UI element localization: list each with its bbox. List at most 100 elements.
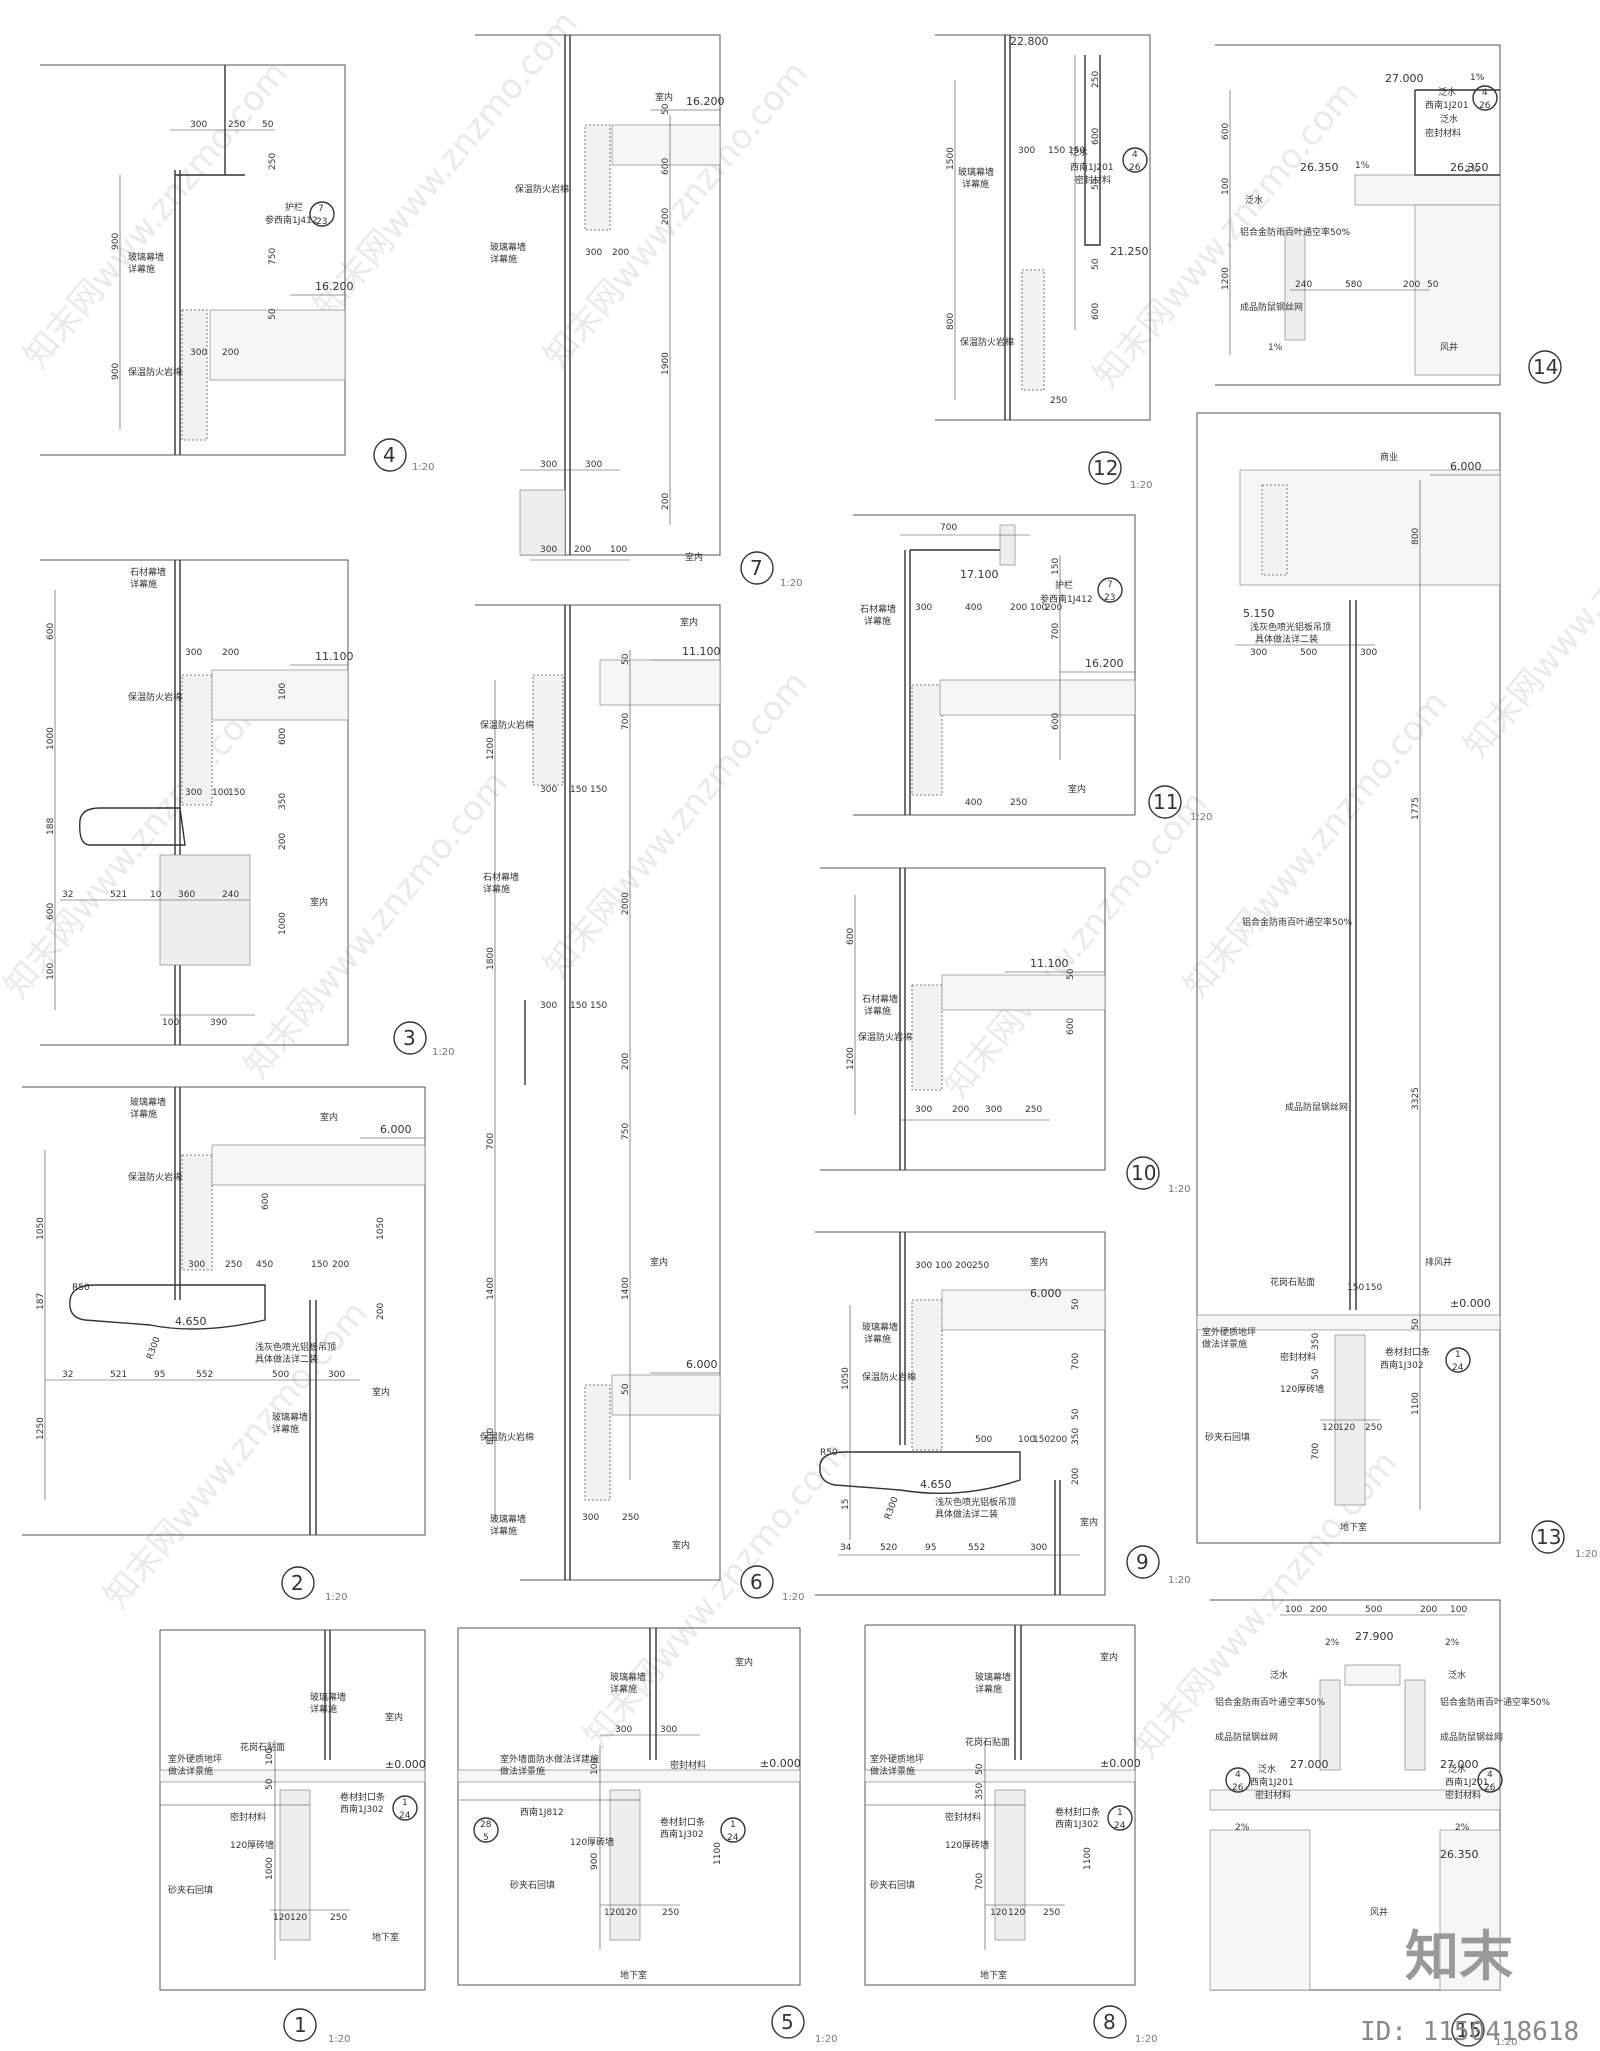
svg-text:密封材料: 密封材料 xyxy=(1280,1351,1316,1363)
svg-text:200: 200 xyxy=(376,1303,386,1320)
svg-text:300: 300 xyxy=(615,1725,632,1735)
svg-text:350: 350 xyxy=(1311,1333,1321,1350)
svg-text:120: 120 xyxy=(1338,1423,1355,1433)
svg-text:16.200: 16.200 xyxy=(686,95,725,108)
svg-text:450: 450 xyxy=(256,1260,273,1270)
svg-text:室外硬质地坪: 室外硬质地坪 xyxy=(870,1753,924,1765)
svg-text:120: 120 xyxy=(290,1913,307,1923)
svg-text:1:20: 1:20 xyxy=(1575,1549,1597,1560)
svg-text:600: 600 xyxy=(1051,713,1061,730)
svg-text:保温防火岩棉: 保温防火岩棉 xyxy=(862,1371,916,1383)
svg-text:做法详景施: 做法详景施 xyxy=(1202,1338,1247,1350)
svg-text:西南1J302: 西南1J302 xyxy=(660,1828,704,1840)
svg-text:排风井: 排风井 xyxy=(1425,1256,1452,1268)
svg-text:详幕施: 详幕施 xyxy=(483,883,510,895)
svg-text:2%: 2% xyxy=(1445,1638,1460,1648)
svg-text:750: 750 xyxy=(268,248,278,265)
watermark-2: 知末网www.znzmo.com xyxy=(306,4,585,326)
svg-text:1:20: 1:20 xyxy=(325,1592,347,1603)
svg-text:100: 100 xyxy=(46,963,56,980)
svg-text:520: 520 xyxy=(880,1543,897,1553)
svg-text:200: 200 xyxy=(332,1260,349,1270)
svg-text:200: 200 xyxy=(1310,1605,1327,1615)
svg-text:600: 600 xyxy=(278,728,288,745)
svg-text:详幕施: 详幕施 xyxy=(130,578,157,590)
svg-text:石材幕墙: 石材幕墙 xyxy=(862,993,898,1005)
svg-text:300: 300 xyxy=(328,1370,345,1380)
svg-text:室外硬质地坪: 室外硬质地坪 xyxy=(168,1753,222,1765)
svg-text:1:20: 1:20 xyxy=(780,578,802,589)
svg-text:17.100: 17.100 xyxy=(960,568,999,581)
svg-text:27.000: 27.000 xyxy=(1440,1758,1479,1771)
svg-text:24: 24 xyxy=(1114,1821,1126,1831)
svg-text:23: 23 xyxy=(1104,593,1115,603)
svg-text:300: 300 xyxy=(1018,146,1035,156)
svg-text:密封材料: 密封材料 xyxy=(1255,1789,1291,1801)
svg-text:150: 150 xyxy=(590,1001,607,1011)
detail-number-7: 7 xyxy=(750,556,763,580)
svg-text:300: 300 xyxy=(1030,1543,1047,1553)
svg-text:521: 521 xyxy=(110,1370,127,1380)
svg-text:风井: 风井 xyxy=(1370,1906,1388,1918)
svg-text:100: 100 xyxy=(278,683,288,700)
svg-text:保温防火岩棉: 保温防火岩棉 xyxy=(480,1431,534,1443)
svg-text:27.900: 27.900 xyxy=(1355,1630,1394,1643)
svg-text:±0.000: ±0.000 xyxy=(760,1757,801,1770)
svg-text:卷材封口条: 卷材封口条 xyxy=(1055,1806,1100,1818)
svg-text:24: 24 xyxy=(1452,1363,1464,1373)
svg-text:300: 300 xyxy=(585,248,602,258)
svg-text:卷材封口条: 卷材封口条 xyxy=(660,1816,705,1828)
svg-text:R50: R50 xyxy=(72,1283,90,1293)
watermark-8: 知末网www.znzmo.com xyxy=(936,784,1215,1106)
svg-text:R300: R300 xyxy=(145,1335,163,1361)
svg-text:7: 7 xyxy=(1107,580,1113,590)
svg-text:200: 200 xyxy=(574,545,591,555)
svg-text:100: 100 xyxy=(935,1261,952,1271)
svg-text:详幕施: 详幕施 xyxy=(610,1683,637,1695)
svg-text:西南1J302: 西南1J302 xyxy=(1380,1359,1424,1371)
svg-text:成品防鼠钢丝网: 成品防鼠钢丝网 xyxy=(1440,1731,1503,1743)
svg-text:300: 300 xyxy=(190,348,207,358)
svg-text:1%: 1% xyxy=(1268,343,1283,353)
svg-text:150: 150 xyxy=(1068,146,1085,156)
detail-4: 300 250 50 900 900 250 750 50 300 200 保温… xyxy=(40,64,354,456)
svg-text:铝合金防雨百叶通空率50%: 铝合金防雨百叶通空率50% xyxy=(1215,1696,1325,1708)
svg-text:西南1J812: 西南1J812 xyxy=(520,1806,564,1818)
svg-text:1200: 1200 xyxy=(1221,267,1231,290)
svg-text:商业: 商业 xyxy=(1380,451,1398,463)
svg-text:552: 552 xyxy=(196,1370,213,1380)
svg-text:R50: R50 xyxy=(820,1448,838,1458)
svg-text:1200: 1200 xyxy=(486,737,496,760)
detail-5: 300 300 120 120 250 100 900 1100 玻璃幕墙 详幕… xyxy=(457,1627,801,1986)
svg-text:室内: 室内 xyxy=(650,1256,668,1268)
svg-text:砂夹石回填: 砂夹石回填 xyxy=(1205,1431,1250,1443)
svg-text:详幕施: 详幕施 xyxy=(130,1108,157,1120)
svg-text:室内: 室内 xyxy=(385,1711,403,1723)
svg-text:100: 100 xyxy=(1221,178,1231,195)
detail-7: 300 200 300 300 300 200 100 50 600 200 1… xyxy=(475,34,725,563)
svg-text:240: 240 xyxy=(1295,280,1312,290)
svg-text:27.000: 27.000 xyxy=(1385,72,1424,85)
svg-text:卷材封口条: 卷材封口条 xyxy=(1385,1346,1430,1358)
svg-text:150: 150 xyxy=(311,1260,328,1270)
svg-text:300: 300 xyxy=(540,460,557,470)
svg-text:1: 1 xyxy=(1455,1350,1461,1360)
svg-text:±0.000: ±0.000 xyxy=(1100,1757,1141,1770)
svg-text:1: 1 xyxy=(1117,1808,1123,1818)
svg-text:800: 800 xyxy=(486,1428,496,1445)
svg-text:具体做法详二装: 具体做法详二装 xyxy=(255,1353,318,1365)
svg-text:浅灰色喷光铝板吊顶: 浅灰色喷光铝板吊顶 xyxy=(1250,621,1331,633)
svg-text:2%: 2% xyxy=(1235,1823,1250,1833)
detail-number-10: 10 xyxy=(1131,1161,1156,1185)
svg-text:15: 15 xyxy=(841,1499,851,1510)
svg-text:1: 1 xyxy=(402,1798,408,1808)
svg-text:保温防火岩棉: 保温防火岩棉 xyxy=(858,1031,912,1043)
svg-text:120: 120 xyxy=(1322,1423,1339,1433)
svg-text:详幕施: 详幕施 xyxy=(490,1525,517,1537)
svg-text:1:20: 1:20 xyxy=(1495,2037,1517,2048)
svg-text:200: 200 xyxy=(222,648,239,658)
svg-text:花岗石贴面: 花岗石贴面 xyxy=(1270,1276,1315,1288)
svg-text:地下室: 地下室 xyxy=(620,1969,647,1981)
svg-text:6.000: 6.000 xyxy=(380,1123,412,1136)
svg-text:22.800: 22.800 xyxy=(1010,35,1049,48)
